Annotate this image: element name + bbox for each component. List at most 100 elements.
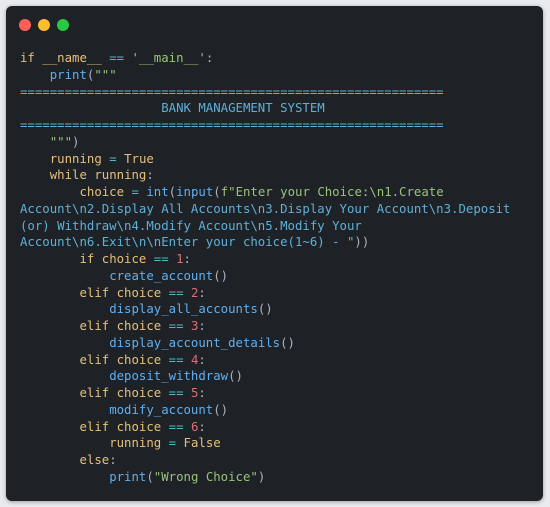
code-indent: [20, 302, 109, 316]
code-token: =: [168, 436, 177, 451]
code-indent: [20, 420, 79, 434]
code-line: print(""": [20, 67, 536, 84]
code-token: elif: [79, 285, 110, 300]
code-line: while running:: [20, 167, 536, 184]
code-indent: [20, 68, 50, 82]
code-token: =: [131, 185, 139, 199]
code-line: if __name__ == '__main__':: [20, 50, 536, 67]
code-token: (): [257, 302, 273, 317]
code-token: (): [213, 268, 229, 283]
code-token: choice: [116, 419, 162, 434]
code-token: """: [94, 67, 117, 82]
maximize-window-button[interactable]: [57, 19, 69, 31]
code-token: ==: [153, 252, 169, 266]
code-token: choice: [116, 352, 162, 367]
code-token: [161, 386, 168, 400]
code-indent: [20, 168, 50, 182]
minimize-window-button[interactable]: [38, 19, 50, 31]
code-token: ==: [168, 285, 184, 300]
code-token: [146, 252, 153, 266]
code-token: 4: [190, 352, 199, 367]
code-indent: [20, 386, 79, 400]
code-token: :: [198, 352, 206, 367]
code-token: [109, 420, 116, 434]
close-window-button[interactable]: [19, 19, 31, 31]
code-token: choice: [116, 319, 162, 333]
code-token: )): [354, 235, 370, 250]
code-window: if __name__ == '__main__': print("""====…: [6, 6, 543, 501]
code-token: True: [124, 151, 154, 166]
code-line: print("Wrong Choice"): [20, 469, 536, 486]
code-token: ==: [168, 319, 184, 333]
code-token: "Wrong Choice": [153, 469, 258, 484]
code-line: elif choice == 4:: [20, 352, 536, 369]
code-line: choice = int(input(f"Enter your Choice:\…: [20, 184, 536, 201]
code-token: modify_account: [109, 402, 214, 417]
code-token: :: [198, 419, 206, 434]
code-token: False: [183, 436, 221, 451]
code-token: :: [183, 252, 191, 266]
code-token: 1: [176, 252, 184, 266]
code-line: (or) Withdraw\n4.Modify Account\n5.Modif…: [20, 218, 536, 235]
code-token: 6: [190, 419, 199, 434]
code-line: elif choice == 5:: [20, 385, 536, 402]
code-token: ========================================…: [20, 118, 444, 132]
code-token: [109, 353, 116, 367]
code-token: :: [109, 453, 117, 467]
code-token: ): [257, 469, 266, 484]
code-token: [94, 252, 101, 266]
code-line: if choice == 1:: [20, 251, 536, 268]
code-token: choice: [116, 285, 162, 300]
code-token: [184, 286, 191, 300]
code-token: if: [79, 252, 95, 266]
code-token: ==: [109, 51, 125, 65]
code-line: running = False: [20, 435, 536, 452]
code-token: :: [198, 319, 206, 333]
code-token: 5: [190, 386, 199, 400]
code-token: display_all_accounts: [109, 302, 258, 317]
code-line: """): [20, 134, 536, 151]
code-token: 2: [190, 285, 199, 300]
code-token: elif: [79, 352, 110, 367]
code-line: Account\n6.Exit\n\nEnter your choice(1~6…: [20, 234, 536, 251]
code-indent: [20, 453, 79, 467]
code-token: [109, 319, 116, 333]
code-token: running: [109, 436, 162, 451]
code-token: (): [213, 402, 229, 417]
code-line: BANK MANAGEMENT SYSTEM: [20, 100, 536, 117]
code-token: 3: [190, 319, 199, 333]
code-token: :: [205, 51, 214, 65]
code-token: (): [228, 369, 243, 384]
code-token: (: [213, 185, 221, 199]
code-token: [176, 436, 183, 450]
code-token: input: [176, 185, 214, 199]
code-token: (: [86, 67, 95, 82]
code-token: (: [146, 469, 154, 484]
code-token: [109, 386, 116, 400]
code-indent: [20, 252, 79, 266]
code-indent: [20, 353, 79, 367]
code-token: elif: [79, 419, 110, 434]
code-token: choice: [116, 386, 162, 400]
code-token: :: [146, 168, 154, 183]
code-token: [117, 152, 124, 166]
code-token: ==: [168, 419, 184, 434]
code-indent: [20, 152, 50, 166]
code-token: [184, 420, 191, 434]
code-indent: [20, 403, 109, 417]
code-token: choice: [101, 252, 147, 266]
code-token: :: [198, 386, 206, 400]
code-token: '__main__': [131, 51, 206, 65]
code-line: deposit_withdraw(): [20, 368, 536, 385]
code-token: [161, 436, 168, 450]
code-indent: [20, 470, 109, 484]
code-token: if: [20, 51, 35, 65]
code-indent: [20, 286, 79, 300]
code-token: (or) Withdraw\n4.Modify Account\n5.Modif…: [20, 218, 362, 233]
code-line: ========================================…: [20, 84, 536, 101]
code-token: deposit_withdraw: [109, 369, 229, 384]
code-token: [161, 420, 168, 434]
code-token: [124, 51, 131, 65]
code-line: running = True: [20, 151, 536, 168]
code-line: display_all_accounts(): [20, 301, 536, 318]
